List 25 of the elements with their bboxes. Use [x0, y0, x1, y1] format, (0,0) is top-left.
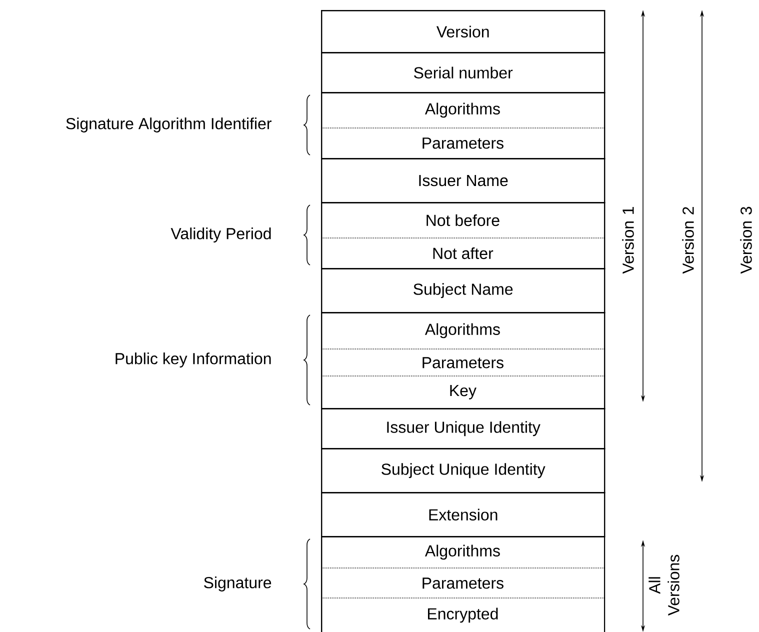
field-cell: Version [321, 10, 606, 54]
field-cell: Issuer Unique Identity [321, 408, 606, 450]
node-label: Validity Period [170, 228, 271, 242]
field-cell: Encrypted [428, 608, 498, 623]
node-label: Public key Information [116, 352, 271, 368]
field-cell: Subject Unique Identity [321, 448, 606, 494]
field-cell: Algorithms [424, 323, 500, 338]
version-label: Version 3 [740, 206, 752, 274]
node-label: Signature Algorithm Identifier [66, 118, 272, 132]
field-cell: Subject Name [321, 268, 606, 314]
field-cell: Not before [426, 214, 500, 226]
field-cell: Extension [321, 492, 606, 538]
version-label: Version 1 [622, 207, 634, 274]
node-label: Signature [204, 576, 272, 592]
version-label: Version 2 [682, 207, 694, 274]
field-cell: Issuer Name [321, 158, 606, 204]
field-cell: Parameters [422, 138, 504, 149]
field-cell: Algorithms [424, 544, 500, 560]
version-label: All Versions [648, 554, 680, 616]
field-cell: Parameters [422, 357, 504, 368]
field-cell: Key [450, 385, 476, 400]
field-cell: Algorithms [424, 102, 500, 118]
field-cell: Parameters [422, 578, 504, 589]
field-cell: Serial number [321, 52, 606, 94]
field-cell: Not after [433, 247, 494, 260]
